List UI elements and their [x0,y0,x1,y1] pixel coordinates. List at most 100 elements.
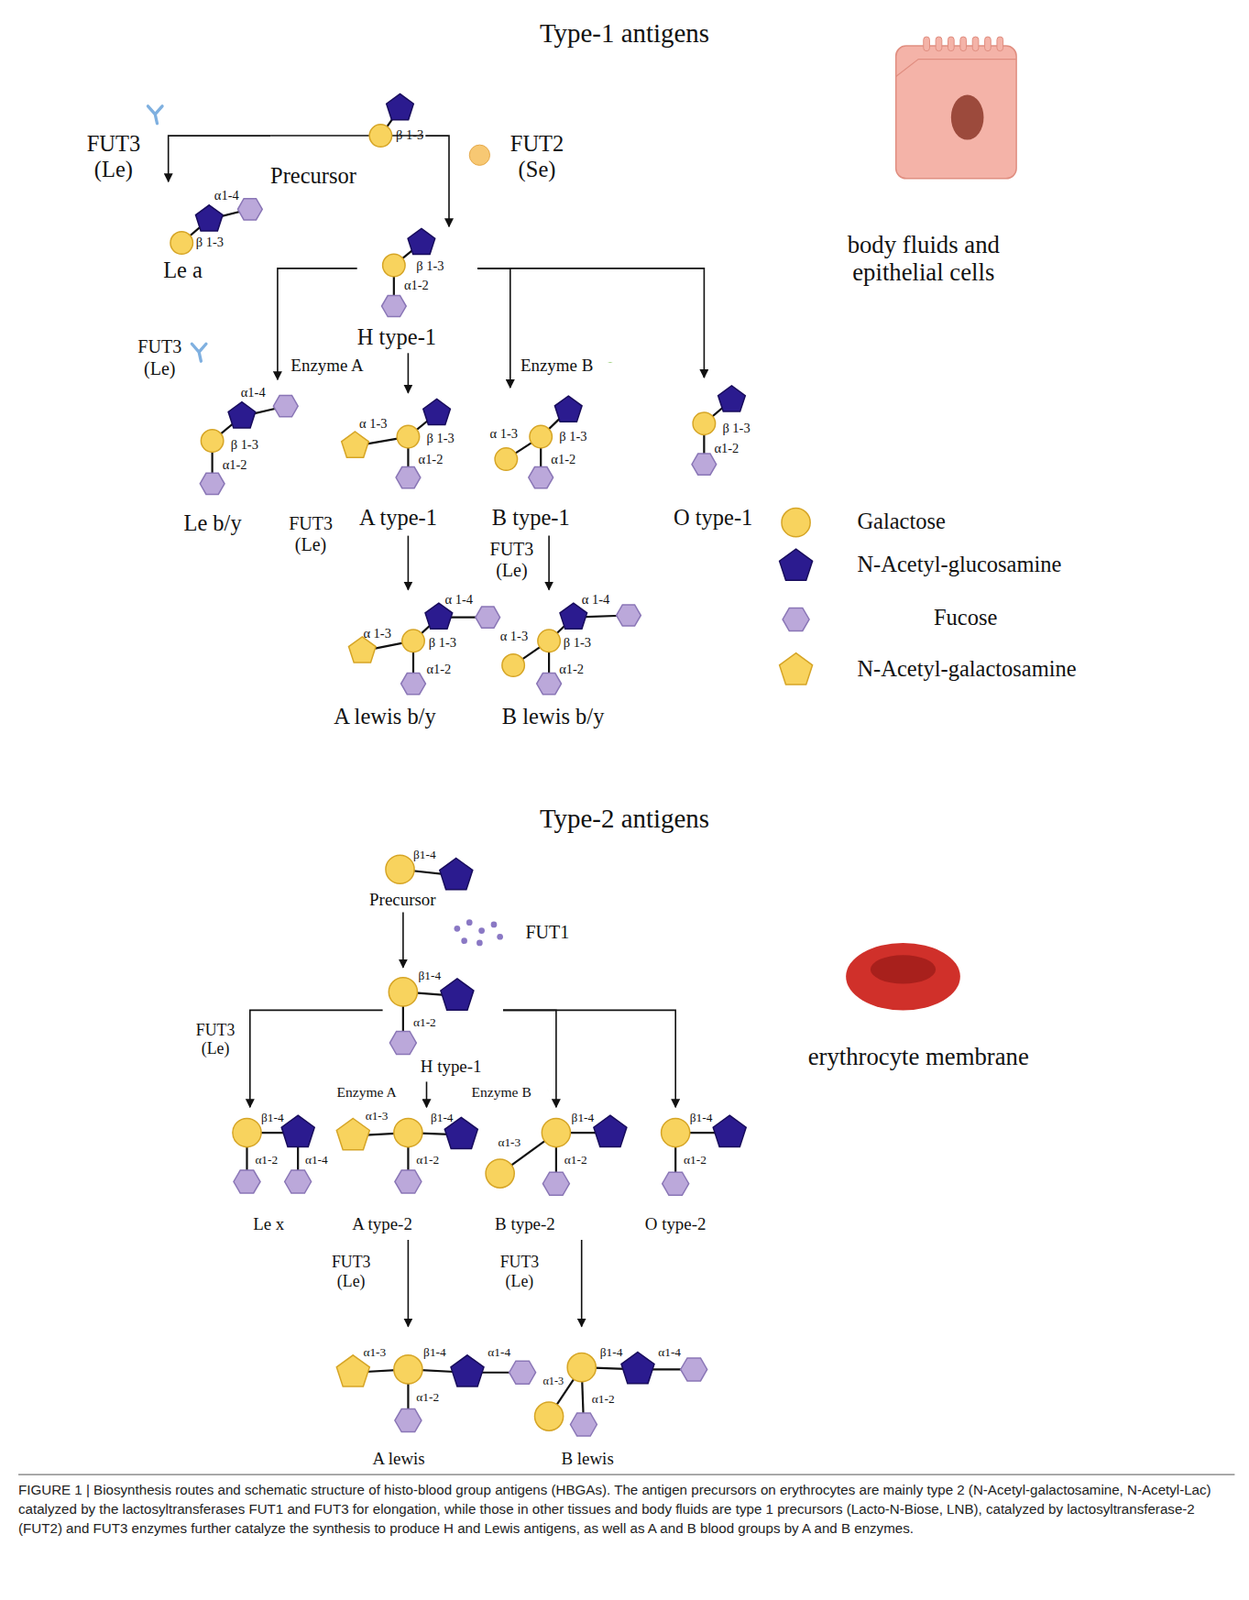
linkage-label: β1-4 [413,847,437,862]
fut1-icon [454,925,461,932]
structure-name: A lewis [372,1448,425,1469]
linkage-label: β1-4 [418,968,442,983]
legend-text: Fucose [933,604,998,631]
structure-name: B lewis b/y [502,703,605,730]
cell-edge [896,59,1017,77]
antibody-icon [147,106,163,124]
structure-name: Le x [252,1214,285,1235]
glcnac-symbol [718,385,746,412]
glcnac-symbol [423,398,451,425]
fucose-symbol [284,1170,312,1194]
linkage-label: β 1-3 [563,635,592,651]
section-label: Type-2 antigens [539,803,710,834]
galactose-symbol [661,1117,691,1147]
galactose-symbol [385,854,415,884]
glcnac-symbol [559,602,588,629]
fut1-icon [491,921,498,929]
reaction-arrow [407,1239,410,1327]
glcnac-symbol [228,402,256,428]
fut1-icon [496,933,504,941]
enzyme-b-icon [535,1086,550,1095]
structure-name: B lewis [560,1448,614,1469]
fucose-symbol [570,1413,598,1436]
fut1-icon [476,940,483,947]
linkage-label: α 1-4 [581,591,611,608]
enzyme-label: Enzyme B [520,355,593,376]
structure-name: H type-1 [357,324,437,351]
galactose-symbol [529,425,552,448]
reaction-arrow [402,912,405,968]
linkage-label: α1-3 [365,1108,389,1123]
antibody-icon [191,343,207,362]
linkage-label: α1-2 [404,277,429,294]
glycan-structure: α1-3β1-4α1-4α1-2A lewis [334,1326,539,1480]
caption-rule [18,1474,1235,1476]
glcnac-symbol [554,395,582,422]
fut1-icon [478,927,485,934]
enzyme-label: FUT3 (Le) [196,1020,236,1059]
enzyme-label: Enzyme A [336,1084,396,1101]
glycan-structure: α1-3β1-4α1-4α1-2B lewis [540,1326,720,1480]
enzyme-label: FUT3 (Le) [331,1252,372,1291]
galactose-symbol [537,629,560,652]
linkage-label: β 1-3 [722,420,750,437]
linkage-label: β 1-3 [196,234,224,251]
galnac-symbol [336,1355,370,1387]
fut2-icon [469,144,490,165]
glycan-structure: β 1-3α1-2O type-1 [668,377,780,541]
galactose-symbol [692,412,715,435]
galactose-symbol [402,629,425,652]
linkage-label: α 1-3 [359,416,388,432]
galnac-symbol [341,431,370,458]
fucose-symbol [680,1358,708,1381]
linkage-label: α1-2 [713,440,739,457]
linkage-label: α1-2 [416,1152,439,1167]
reaction-arrow [407,352,410,393]
linkage-label: α1-2 [254,1152,278,1167]
structure-name: Precursor [369,889,437,910]
galactose-symbol [781,508,811,537]
glycan-structure: α 1-4α 1-3β 1-3α1-2B lewis b/y [497,590,651,735]
fucose-symbol [394,1409,422,1433]
enzyme-label: FUT3 (Le) [288,513,333,556]
galactose-symbol [502,654,525,677]
fucose-symbol [382,295,407,318]
reaction-arrow [580,1239,583,1327]
fucose-symbol [782,607,810,631]
linkage-label: β1-4 [430,1110,454,1125]
glycan-structure: β1-4Precursor [367,846,491,912]
linkage-label: α1-4 [305,1152,329,1167]
fucose-symbol [199,472,225,494]
galactose-symbol [388,977,417,1007]
section-label: body fluids and epithelial cells [813,230,1033,287]
glycan-structure: α 1-3β 1-3α1-2A type-1 [341,393,470,537]
glcnac-symbol [407,228,436,254]
linkage-label: β 1-3 [395,127,424,143]
linkage-label: β1-4 [571,1110,595,1125]
linkage-label: α1-4 [241,384,266,401]
glcnac-symbol [196,205,224,231]
fucose-symbol [389,1031,417,1055]
galactose-symbol [232,1117,262,1147]
section-label: erythrocyte membrane [808,1042,1030,1072]
enzyme-label: FUT3 (Le) [500,1252,540,1291]
fucose-symbol [238,198,263,220]
reaction-arrow [426,1081,428,1107]
galnac-symbol [779,653,813,685]
glcnac-symbol [779,548,813,581]
linkage-label: α1-4 [487,1345,511,1359]
glycan-structure: α1-3β1-4α1-2B type-2 [479,1106,633,1240]
linkage-label: α 1-3 [490,426,519,442]
structure-name: H type-1 [420,1056,483,1077]
structure-name: B type-2 [494,1214,556,1235]
enzyme-label: FUT3 (Le) [490,538,535,581]
enzyme-label: Enzyme B [471,1084,531,1101]
microvillus [972,36,979,52]
structure-name: O type-2 [645,1214,707,1235]
glcnac-symbol [450,1355,484,1387]
section-label: Type-1 antigens [539,18,710,49]
linkage-label: α1-2 [683,1152,707,1167]
linkage-label: α1-2 [416,1390,439,1404]
fucose-symbol [475,606,501,628]
